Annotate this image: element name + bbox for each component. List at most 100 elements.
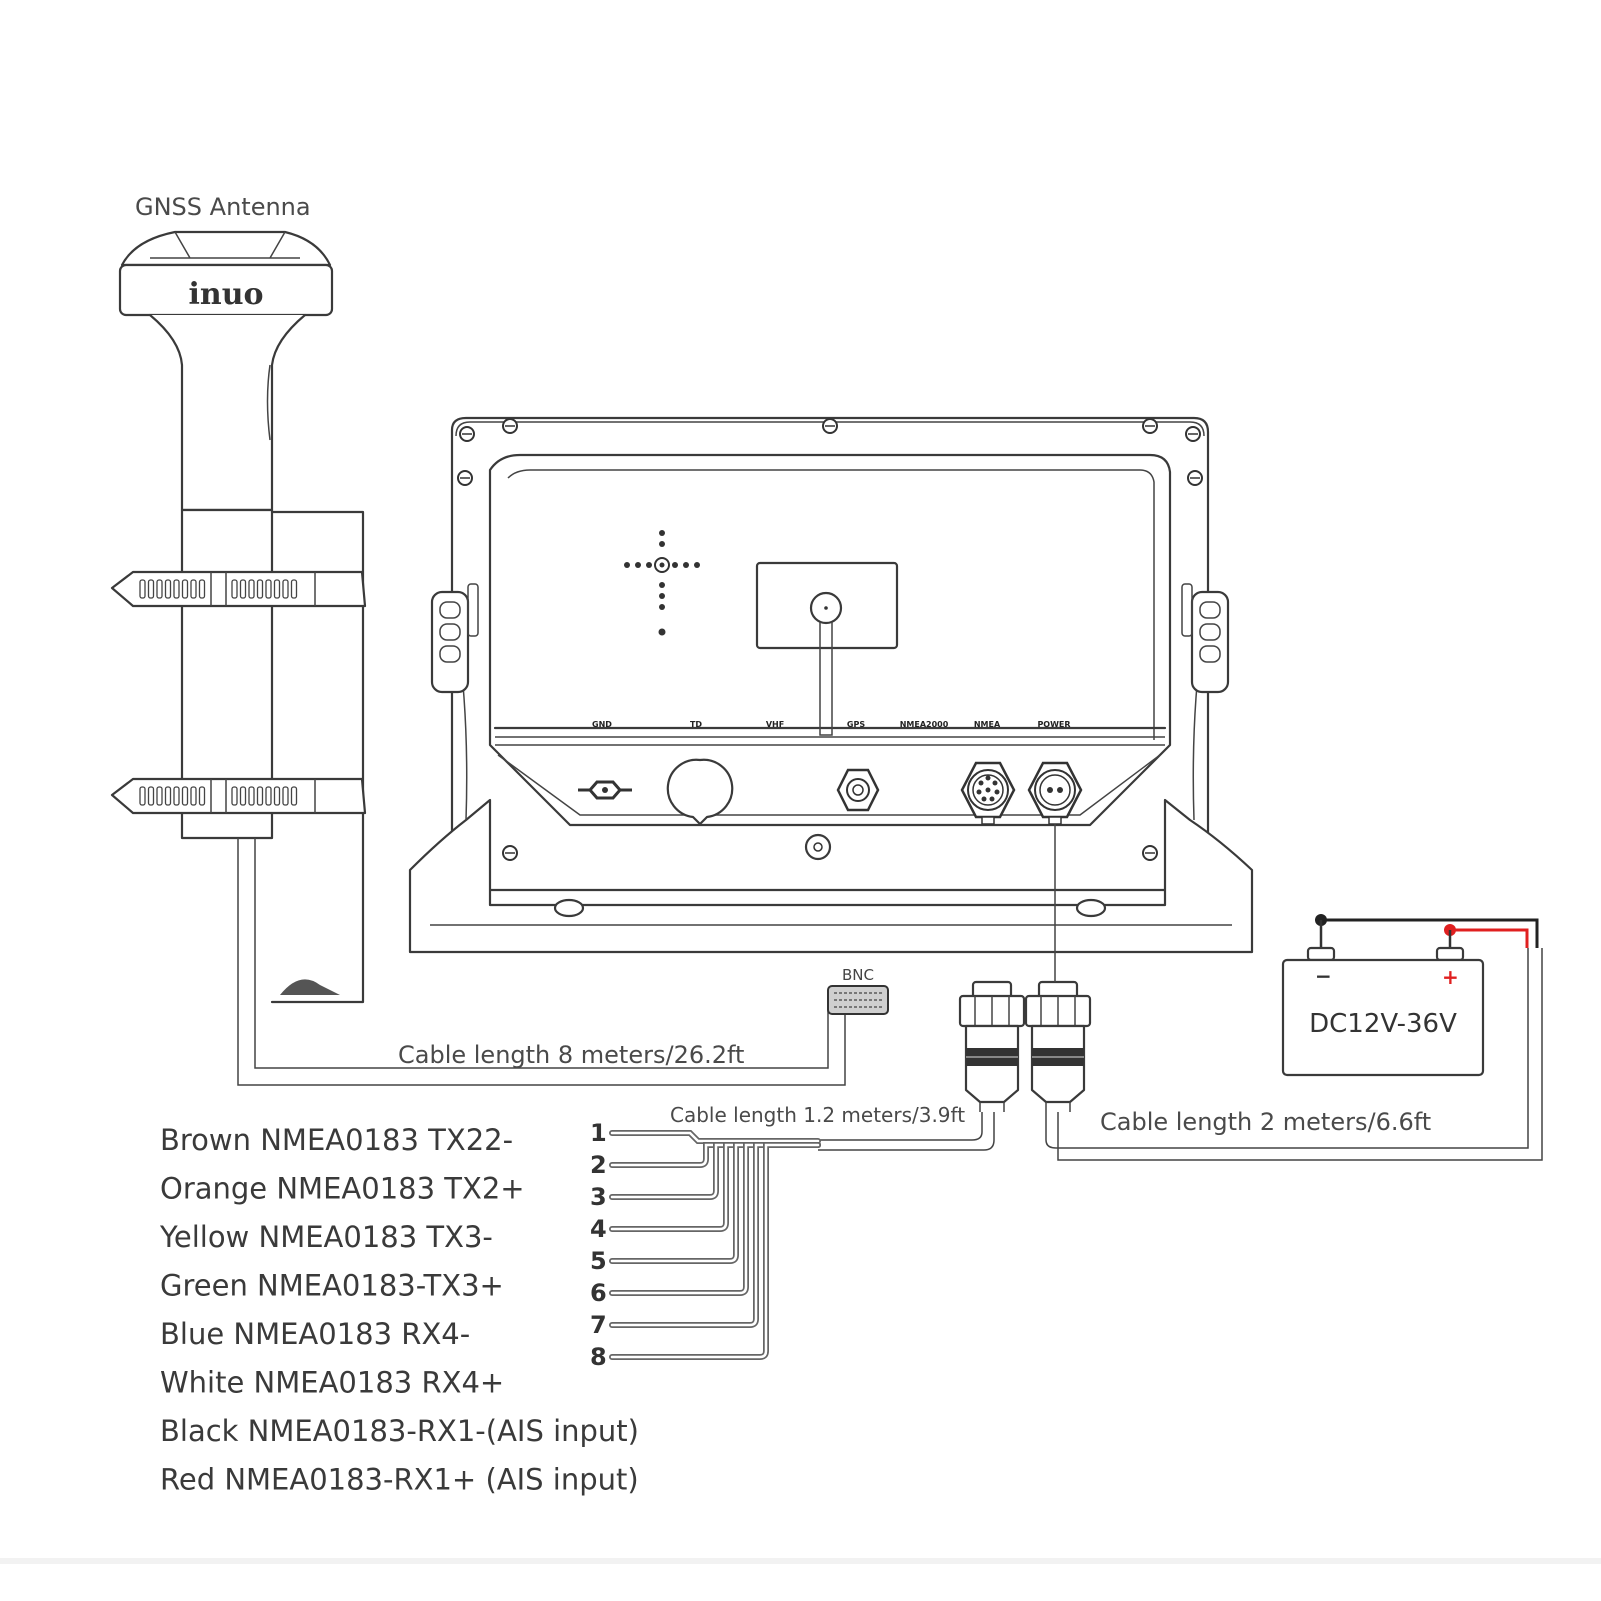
legend-item: Green NMEA0183-TX3+: [160, 1269, 504, 1303]
screw-icon: [502, 418, 518, 434]
negative-wire: [1321, 918, 1539, 948]
bnc-label: BNC: [842, 966, 874, 984]
clamp-tooth: [156, 786, 163, 806]
legend-item: Yellow NMEA0183 TX3-: [159, 1220, 493, 1254]
clamp-tooth: [181, 579, 189, 599]
battery-voltage-label: DC12V-36V: [1309, 1009, 1457, 1039]
label-plate-dot: [824, 606, 828, 610]
clamp-tooth: [190, 579, 197, 599]
wire-number: 7: [590, 1311, 607, 1339]
port-power: [1027, 761, 1083, 825]
hose-clamp-lower: [110, 777, 367, 815]
legend-item: Red NMEA0183-RX1+ (AIS input): [160, 1463, 639, 1497]
antenna-neck: [148, 313, 307, 512]
legend-item: Orange NMEA0183 TX2+: [160, 1172, 525, 1206]
battery-body: [1281, 958, 1485, 1077]
screw-icon: [822, 418, 838, 434]
clamp-teeth: [139, 786, 298, 806]
clamp-tooth: [273, 579, 281, 599]
wire-number: 1: [590, 1119, 607, 1147]
wire-number: 2: [590, 1151, 607, 1179]
antenna-cable-length: Cable length 8 meters/26.2ft: [398, 1041, 744, 1069]
center-boss: [804, 833, 832, 861]
positive-symbol: +: [1442, 965, 1459, 989]
harness-wire: [610, 1143, 820, 1359]
clamp-tooth: [173, 786, 180, 806]
port-label-nmea2000: NMEA2000: [900, 720, 949, 729]
screw-icon: [459, 426, 475, 442]
legend-item: Blue NMEA0183 RX4-: [160, 1317, 470, 1351]
bracket-slot-right: [1075, 898, 1107, 918]
frame-inner-edge: [507, 469, 1155, 740]
clamp-tooth: [231, 579, 238, 599]
chartplotter-device: GND TD VHF GPS NMEA2000 NMEA POWER: [408, 416, 1254, 954]
clamp-tooth: [139, 579, 146, 599]
footer-divider: [0, 1558, 1601, 1564]
mounting-bracket: [408, 798, 1254, 954]
power-cable-outer: [1057, 948, 1543, 1161]
center-boss-hole: [813, 842, 823, 852]
bnc-knurling: [834, 992, 882, 1008]
power-cable-inner: [1045, 948, 1529, 1149]
wire-number: 6: [590, 1279, 607, 1307]
bracket-knob-right[interactable]: [1181, 583, 1230, 694]
speaker-vent-pattern: [624, 530, 700, 636]
antenna-dome: [120, 230, 332, 267]
clamp-tooth: [173, 579, 180, 599]
port-panel-bevel: [497, 754, 1161, 816]
nmea-plug: [958, 980, 1026, 1112]
negative-terminal: [1306, 946, 1336, 962]
port-gps: [836, 768, 880, 812]
nmea-cable-length: Cable length 1.2 meters/3.9ft: [670, 1103, 965, 1127]
boat-rail: [270, 510, 365, 1004]
clamp-tooth: [248, 579, 255, 599]
clamp-tooth: [273, 786, 281, 806]
wire-number: 5: [590, 1247, 607, 1275]
clamp-tooth: [282, 786, 289, 806]
gnss-antenna: GNSS Antenna inuo: [110, 193, 846, 1086]
clamp-tooth: [198, 579, 206, 599]
rail-cut-shading: [280, 979, 340, 995]
antenna-title: GNSS Antenna: [135, 193, 311, 221]
hose-clamp-upper: [110, 570, 367, 608]
legend-item: Brown NMEA0183 TX22-: [160, 1123, 513, 1157]
wire-number: 4: [590, 1215, 607, 1243]
negative-symbol: −: [1315, 964, 1332, 988]
clamp-tooth: [282, 579, 289, 599]
wire-number: 8: [590, 1343, 607, 1371]
clamp-tooth: [248, 786, 255, 806]
label-plate-strap: [819, 622, 833, 736]
wire-number: 3: [590, 1183, 607, 1211]
antenna-dome-facets: [150, 231, 300, 259]
nmea-cable-outer: [818, 1112, 995, 1151]
clamp-tooth: [164, 786, 172, 806]
bracket-slot-left: [553, 898, 585, 918]
legend-item: Black NMEA0183-RX1-(AIS input): [160, 1414, 639, 1448]
port-label-td: TD: [690, 720, 702, 729]
clamp-tooth: [139, 786, 146, 806]
battery: − + DC12V-36V: [1281, 914, 1539, 1077]
port-nmea: [960, 761, 1016, 825]
clamp-tooth: [290, 579, 298, 599]
port-label-gps: GPS: [847, 720, 865, 729]
clamp-tooth: [181, 786, 189, 806]
harness-wire: [610, 1143, 820, 1231]
port-label-nmea: NMEA: [974, 720, 1001, 729]
antenna-brand-logo: inuo: [188, 277, 263, 312]
clamp-tooth: [147, 579, 155, 599]
bracket-knob-left[interactable]: [430, 583, 479, 694]
clamp-tooth: [256, 786, 264, 806]
power-plug: [1024, 980, 1092, 1112]
clamp-tooth: [239, 786, 247, 806]
port-gnd: [578, 780, 632, 800]
clamp-tooth: [265, 786, 272, 806]
screw-icon: [1185, 426, 1201, 442]
clamp-tooth: [256, 579, 264, 599]
clamp-tooth: [190, 786, 197, 806]
clamp-tooth: [231, 786, 238, 806]
clamp-tooth: [290, 786, 298, 806]
bnc-connector: BNC: [827, 966, 889, 1015]
nmea-cable-inner: [818, 1112, 983, 1141]
harness-wire: [610, 1143, 820, 1327]
